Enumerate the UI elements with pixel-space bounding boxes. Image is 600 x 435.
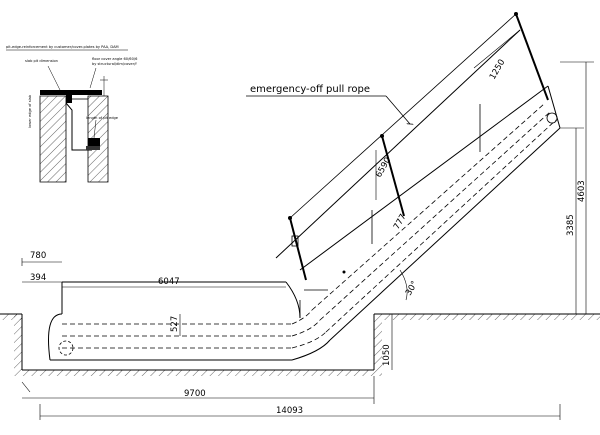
belt-bend-1 <box>291 309 313 325</box>
belt-bend-3 <box>291 331 327 349</box>
tail-pulley <box>58 340 74 356</box>
ground-hatch-left <box>0 314 22 320</box>
dim-9700: 9700 <box>184 389 206 399</box>
pit-wall-left-hatch <box>14 314 22 370</box>
inset-slab-left <box>39 95 67 183</box>
pit-wall-right-hatch <box>374 320 382 370</box>
inset-caption: pit-edge-reinforcement by customer/cover… <box>6 45 119 49</box>
dim-780: 780 <box>30 251 46 261</box>
inset-label-cover-angle: floor cover angle 60/60/6 <box>92 57 138 61</box>
pit-floor-hatch <box>14 370 382 376</box>
rope-post-3 <box>515 13 549 101</box>
rope-post-2 <box>381 135 405 217</box>
inset-pit-edge <box>65 102 92 151</box>
inset-angle-steel <box>66 95 72 103</box>
inset-leader-1 <box>47 65 61 91</box>
incline-belt-1 <box>311 103 545 311</box>
rope-post-1 <box>289 217 307 281</box>
belt-bend-2 <box>291 319 321 337</box>
callout-label: emergency-off pull rope <box>250 84 370 95</box>
incline-bottom <box>329 127 561 341</box>
conveyor-bend-top <box>285 281 301 319</box>
dim-1050: 1050 <box>382 344 392 366</box>
inset-detail: pit-edge-reinforcement by customer/cover… <box>6 45 138 183</box>
callout-group: emergency-off pull rope <box>246 84 410 124</box>
inset-leader-2 <box>89 67 97 89</box>
ground-and-pit <box>0 313 600 376</box>
marker-dot <box>342 270 346 274</box>
dim-777: 777 <box>392 212 409 231</box>
angle-label: 30° <box>404 279 420 297</box>
dim-9700-ext <box>21 381 31 393</box>
inset-label-slab: slab pit dimension <box>25 59 58 63</box>
dim-527: 527 <box>170 316 180 332</box>
incline-top-inner <box>299 85 549 271</box>
dim-1250: 1250 <box>488 58 507 82</box>
head-end <box>547 85 561 129</box>
inset-edge-angle <box>88 138 100 146</box>
conveyor <box>48 12 561 361</box>
inset-cover-plate <box>40 90 102 95</box>
conveyor-bend-bottom <box>291 339 331 361</box>
callout-leader <box>385 95 410 124</box>
dim-1250-line <box>473 29 521 69</box>
dim-14093: 14093 <box>276 406 303 416</box>
incline-belt-2 <box>319 111 551 321</box>
incline-belt-3 <box>325 119 557 333</box>
inset-edge-base <box>86 146 100 150</box>
angle-arc <box>399 269 408 301</box>
dim-6047: 6047 <box>158 277 180 287</box>
conveyor-tail-curve <box>48 313 63 361</box>
incline-top-outer <box>275 29 521 259</box>
dim-3385: 3385 <box>566 214 576 236</box>
inset-label-lower-edge: lower edge of slab <box>28 94 32 128</box>
dim-394: 394 <box>30 273 46 283</box>
inset-leader-3 <box>93 119 97 139</box>
pull-switch <box>291 235 299 247</box>
dim-4603: 4603 <box>577 180 587 202</box>
ground-hatch-right <box>374 314 600 320</box>
rope-post-2-top <box>380 134 384 138</box>
head-pulley <box>546 112 558 124</box>
inset-label-cover-note: by structural/dim/cover/f <box>92 62 137 66</box>
